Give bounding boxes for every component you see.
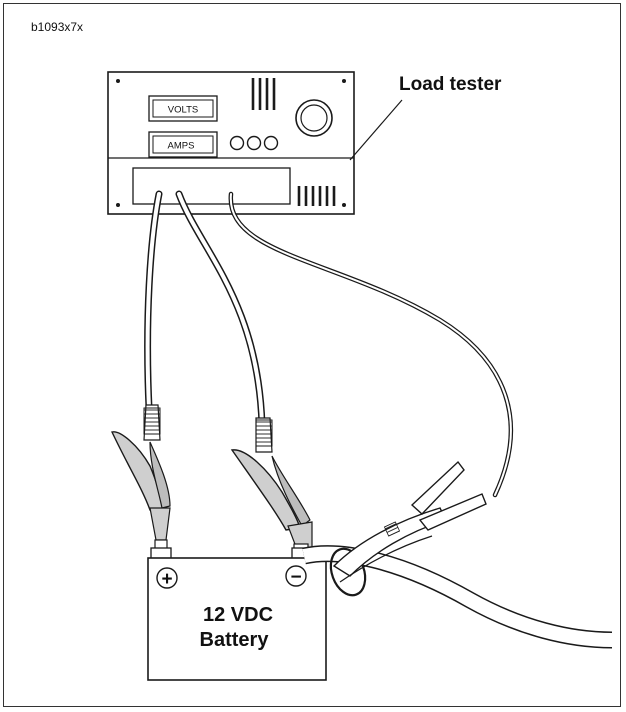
- volts-display: VOLTS: [148, 95, 218, 122]
- load-tester-label: Load tester: [399, 74, 502, 95]
- dial-knob-icon: [295, 99, 333, 137]
- indicator-lights: [229, 135, 279, 151]
- positive-clamp: [111, 404, 171, 557]
- amps-label: AMPS: [168, 141, 195, 152]
- screw-icon: [342, 79, 346, 83]
- vent-slots-top: [251, 78, 276, 110]
- positive-symbol: +: [161, 569, 172, 590]
- cables: [144, 190, 513, 498]
- positive-terminal-icon: [156, 567, 178, 589]
- battery-cable: [302, 545, 613, 649]
- amp-probe-clamp: [329, 460, 487, 597]
- vent-slots-bottom: [297, 186, 336, 206]
- figure-frame: [3, 3, 621, 707]
- leader-line: [349, 99, 403, 161]
- screw-icon: [116, 203, 120, 207]
- battery: + − 12 VDC Battery: [147, 547, 327, 681]
- negative-clamp: [230, 417, 313, 559]
- battery-line2: Battery: [200, 629, 270, 651]
- load-tester: VOLTS AMPS: [107, 71, 355, 215]
- screw-icon: [342, 203, 346, 207]
- volts-label: VOLTS: [168, 105, 198, 116]
- figure-id: b1093x7x: [31, 20, 84, 34]
- negative-terminal-icon: [285, 565, 307, 587]
- battery-line1: 12 VDC: [203, 604, 273, 626]
- negative-symbol: −: [290, 567, 301, 588]
- screw-icon: [116, 79, 120, 83]
- amps-display: AMPS: [148, 131, 218, 158]
